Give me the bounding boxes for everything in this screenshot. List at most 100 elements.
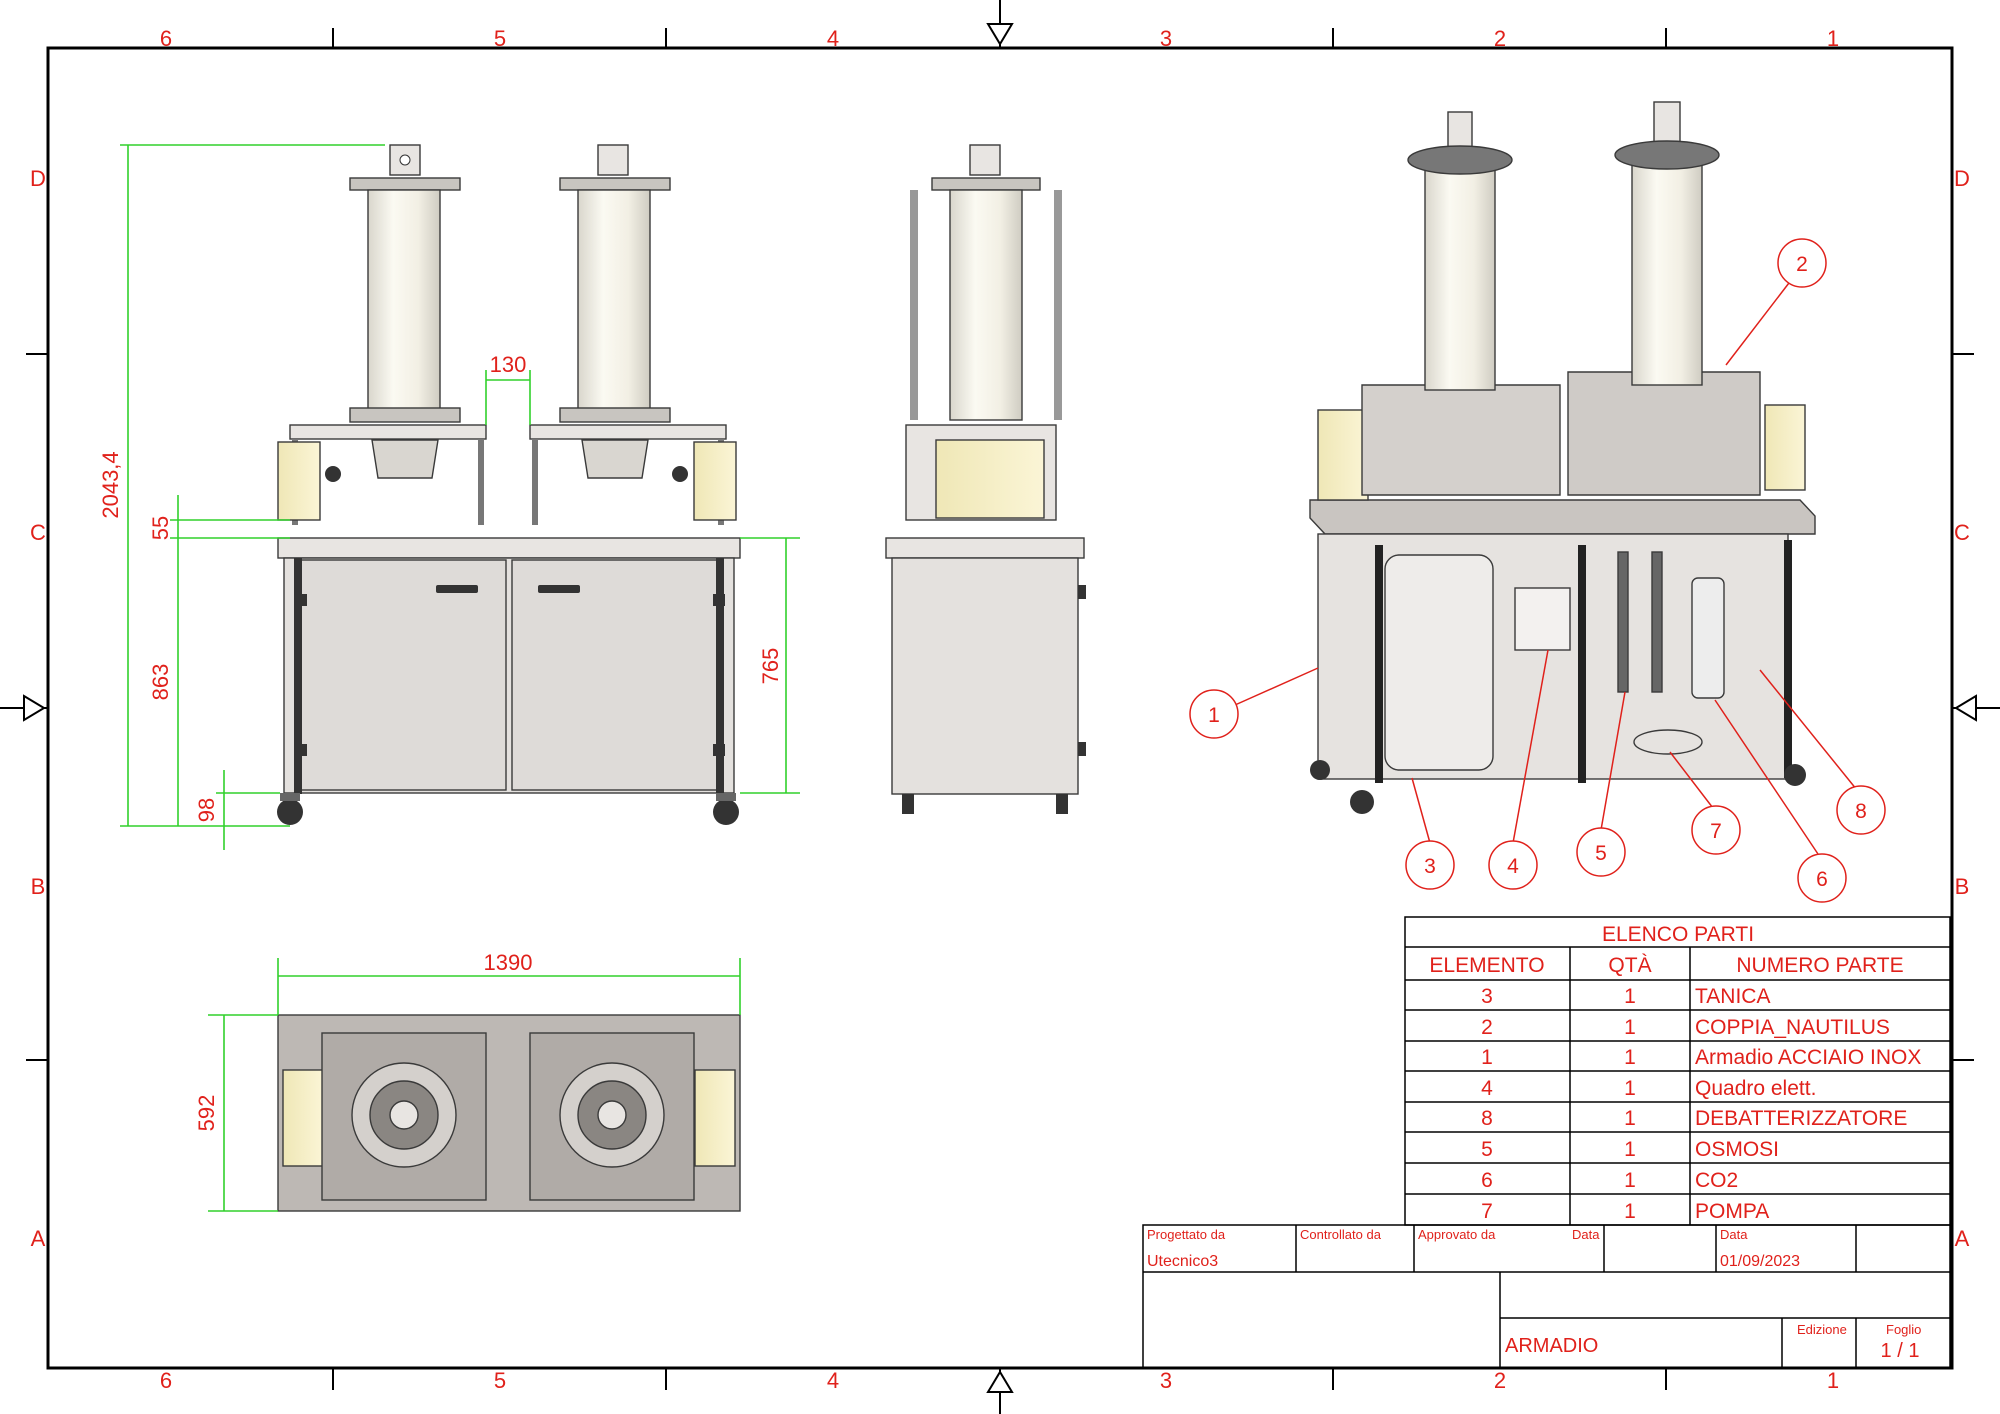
balloon-8 [1836,785,1886,835]
front-right-column-vessel [577,189,651,421]
dim-column-spacing: 130 [490,352,527,377]
bom-row-5-qty: 1 [1624,1107,1636,1130]
bom-row-7-qty: 1 [1624,1169,1636,1192]
bom-row-4-part: Quadro elett. [1695,1077,1816,1100]
bom-row-8-item: 7 [1481,1200,1493,1223]
front-side-box-left [277,441,321,521]
balloon-label-2: 2 [1796,253,1808,276]
zone-row-right-D: D [1954,166,1970,191]
front-side-box-right [693,441,737,521]
front-post-left [294,558,302,794]
bom-row-6-part: OSMOSI [1695,1138,1779,1161]
front-post-right [716,558,724,794]
zone-col-top-3: 3 [1160,26,1172,51]
tb-sheet-value: 1 / 1 [1881,1340,1920,1362]
iso-tank [1384,554,1494,771]
tb-edition-label: Edizione [1797,1322,1847,1337]
zone-col-top-1: 1 [1827,26,1839,51]
bom-row-1-item: 3 [1481,985,1493,1008]
tb-designed-by: Utecnico3 [1147,1253,1218,1270]
tb-date: 01/09/2023 [1720,1253,1800,1270]
bom-row-2-qty: 1 [1624,1016,1636,1039]
bom-row-3-qty: 1 [1624,1046,1636,1069]
zone-col-top-6: 6 [160,26,172,51]
front-top-frame-right [529,424,727,440]
balloon-7 [1691,805,1741,855]
tb-sheet-label: Foglio [1886,1322,1921,1337]
front-left-bowl [371,439,439,479]
balloon-5 [1576,827,1626,877]
zone-ticks [26,28,1974,1390]
bom-row-1-part: TANICA [1695,985,1770,1008]
zone-col-top-5: 5 [494,26,506,51]
bom-row-2-part: COPPIA_NAUTILUS [1695,1016,1890,1039]
bom-row-4-qty: 1 [1624,1077,1636,1100]
bom-row-1-qty: 1 [1624,985,1636,1008]
bom-title: ELENCO PARTI [1602,923,1754,946]
balloon-label-8: 8 [1855,800,1867,823]
zone-row-right-C: C [1954,520,1970,545]
zone-col-bottom-3: 3 [1160,1368,1172,1393]
zone-row-left-B: B [31,874,46,899]
bom-header-item: ELEMENTO [1429,954,1544,977]
balloons: 1 2 3 4 5 6 7 8 [1189,238,1886,903]
zone-row-right-B: B [1955,874,1970,899]
zone-row-right-A: A [1955,1226,1970,1251]
balloon-4 [1488,840,1538,890]
dim-side-height: 765 [758,648,783,685]
side-cabinet-body [891,557,1079,795]
balloon-2 [1777,238,1827,288]
tb-designed-by-label: Progettato da [1147,1227,1226,1242]
balloon-1 [1189,689,1239,739]
side-column-vessel [949,189,1023,421]
balloon-label-6: 6 [1816,868,1828,891]
bom-row-7-part: CO2 [1695,1169,1738,1192]
front-countertop [277,537,741,559]
bom-row-5-item: 8 [1481,1107,1493,1130]
front-top-frame-left [289,424,487,440]
dim-cabinet-height: 863 [148,664,173,701]
balloon-3 [1405,840,1455,890]
balloon-label-5: 5 [1595,842,1607,865]
bom-header-part: NUMERO PARTE [1736,954,1903,977]
front-handle-left [436,585,478,593]
dim-top-depth: 592 [194,1095,219,1132]
bom-row-6-qty: 1 [1624,1138,1636,1161]
zone-labels: 6 5 4 3 2 1 6 5 4 3 2 1 D C B A D C B A [30,26,1970,1393]
front-left-column-vessel [367,189,441,421]
bom-row-8-qty: 1 [1624,1200,1636,1223]
bom-row-6-item: 5 [1481,1138,1493,1161]
front-right-bowl [581,439,649,479]
bom-row-2-item: 2 [1481,1016,1493,1039]
tb-checked-by-label: Controllato da [1300,1227,1382,1242]
tb-approved-by-label: Approvato da [1418,1227,1496,1242]
zone-col-bottom-1: 1 [1827,1368,1839,1393]
top-view: 1390 592 [194,950,741,1212]
dim-overall-height: 2043,4 [98,451,123,518]
front-right-column-cap [597,144,629,176]
bom-row-7-item: 6 [1481,1169,1493,1192]
bom-row-4-item: 4 [1481,1077,1493,1100]
bom-row-5-part: DEBATTERIZZATORE [1695,1107,1907,1130]
side-view [885,144,1086,814]
zone-col-top-2: 2 [1494,26,1506,51]
bom-row-3-item: 1 [1481,1046,1493,1069]
front-door-left [299,559,507,791]
zone-row-left-C: C [30,520,46,545]
zone-col-bottom-2: 2 [1494,1368,1506,1393]
front-wheel-right [713,799,739,825]
zone-row-left-A: A [31,1226,46,1251]
front-view [277,144,741,825]
bom-row-8-part: POMPA [1695,1200,1769,1223]
side-panel-box [935,439,1045,519]
isometric-view [1309,101,1816,814]
front-dimensions: 2043,4 55 863 98 130 765 [98,144,800,850]
dim-top-width: 1390 [484,950,533,975]
front-wheel-left [277,799,303,825]
iso-column-right [1631,159,1703,386]
bom-header-qty: QTÀ [1608,954,1651,977]
iso-column-left [1424,164,1496,391]
balloon-label-4: 4 [1507,855,1519,878]
